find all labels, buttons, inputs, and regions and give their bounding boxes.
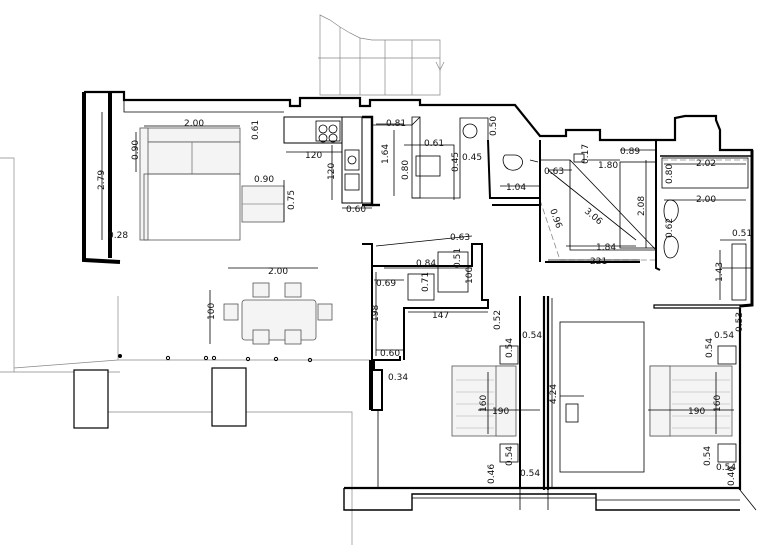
bed1-190-label: 190 [492, 407, 509, 417]
pantry-061-label: 0.61 [424, 139, 444, 149]
bath-050-label: 0.50 [489, 116, 499, 136]
bath-096-label: 0.96 [547, 208, 563, 231]
armchair [241, 185, 285, 223]
bed2-190-label: 190 [688, 407, 705, 417]
hall-198-label: 198 [371, 305, 381, 322]
corridor-424-label: 4.24 [549, 384, 559, 404]
pantry-045b-label: 0.45 [462, 153, 482, 163]
exterior-staircase [318, 14, 445, 96]
bath2-143-label: 1.43 [715, 262, 725, 282]
outer-walls [82, 90, 754, 308]
bed1-054c-label: 0.54 [505, 446, 515, 466]
armchair-depth-label: 0.75 [287, 190, 297, 210]
bathroom-1 [487, 139, 657, 263]
table-length-label: 2.00 [268, 267, 288, 277]
table-width-label: 100 [207, 303, 217, 320]
armchair-width-label: 0.90 [254, 175, 274, 185]
balcony-railing [118, 354, 313, 363]
sofa-width-label: 2.00 [184, 119, 204, 129]
dining-table [223, 282, 333, 345]
pantry-164-label: 1.64 [381, 144, 391, 164]
hallway-walls [362, 243, 489, 489]
bed2-046-label: 0.46 [727, 466, 737, 486]
bed2-054b-label: 0.54 [705, 338, 715, 358]
hall-060-label: 0.60 [380, 349, 400, 359]
bath-180-label: 1.80 [598, 161, 618, 171]
wall-028-label: 0.28 [108, 231, 128, 241]
bed1-046-label: 0.46 [487, 464, 497, 484]
bed2-054a-label: 0.54 [714, 331, 734, 341]
bath2-200-label: 2.00 [696, 195, 716, 205]
hall-069-label: 0.69 [376, 279, 396, 289]
kitchen-depth-label: 120 [327, 163, 337, 180]
counter-060-label: 0.60 [346, 205, 366, 215]
hall-051-label: 0.51 [453, 248, 463, 268]
terrace-pillar-2 [211, 367, 247, 427]
sofa-depth-label: 0.90 [131, 140, 141, 160]
pantry-045a-label: 0.45 [451, 152, 461, 172]
bath-221-label: 221 [590, 257, 607, 267]
bath-208-label: 2.08 [637, 196, 647, 216]
bedroom-walls [343, 308, 757, 511]
bed2-054c-label: 0.54 [703, 446, 713, 466]
bath2-080-label: 0.80 [665, 164, 675, 184]
bed1-052-label: 0.52 [493, 310, 503, 330]
kitchen-counter [283, 115, 374, 207]
bath-017-label: 0.17 [581, 144, 591, 164]
hall-071-label: 0.71 [421, 272, 431, 292]
bed1-054a-label: 0.54 [522, 331, 542, 341]
bed-1 [451, 345, 519, 463]
hall-084-label: 0.84 [416, 259, 436, 269]
corridor [519, 296, 645, 490]
bath2-062-label: 0.62 [665, 218, 675, 238]
pantry-080-label: 0.80 [401, 160, 411, 180]
dimension-lines [101, 112, 746, 488]
bath2-202-label: 2.02 [696, 159, 716, 169]
bed1-054b-label: 0.54 [505, 338, 515, 358]
bed1-054d-label: 0.54 [520, 469, 540, 479]
bath2-089-label: 0.89 [620, 147, 640, 157]
bed1-160-label: 160 [479, 395, 489, 412]
hall-100-label: 100 [465, 267, 475, 284]
bed-2 [649, 345, 737, 463]
bath-063-label: 0.63 [544, 167, 564, 177]
sofa-gap-label: 0.61 [251, 120, 261, 140]
bath-184-label: 1.84 [596, 243, 616, 253]
bath-104-label: 1.04 [506, 183, 526, 193]
hall-147-label: 147 [432, 311, 449, 321]
bed2-160-label: 160 [713, 395, 723, 412]
terrace-outline [0, 157, 370, 545]
sofa-chaise [143, 173, 241, 241]
pantry-081-label: 0.81 [386, 119, 406, 129]
living-height-label: 2.79 [97, 170, 107, 190]
bed2-054d-label: 0.54 [716, 463, 736, 473]
hall-063-label: 0.63 [450, 233, 470, 243]
bath2-051-label: 0.51 [732, 229, 752, 239]
sofa [139, 127, 241, 241]
terrace-pillar-1 [73, 369, 109, 429]
hall-034-label: 0.34 [388, 373, 408, 383]
bed2-053-label: 0.53 [735, 312, 745, 332]
kitchen-width-label: 120 [305, 151, 322, 161]
pantry [371, 116, 489, 207]
bath-306-label: 3.06 [582, 207, 604, 228]
